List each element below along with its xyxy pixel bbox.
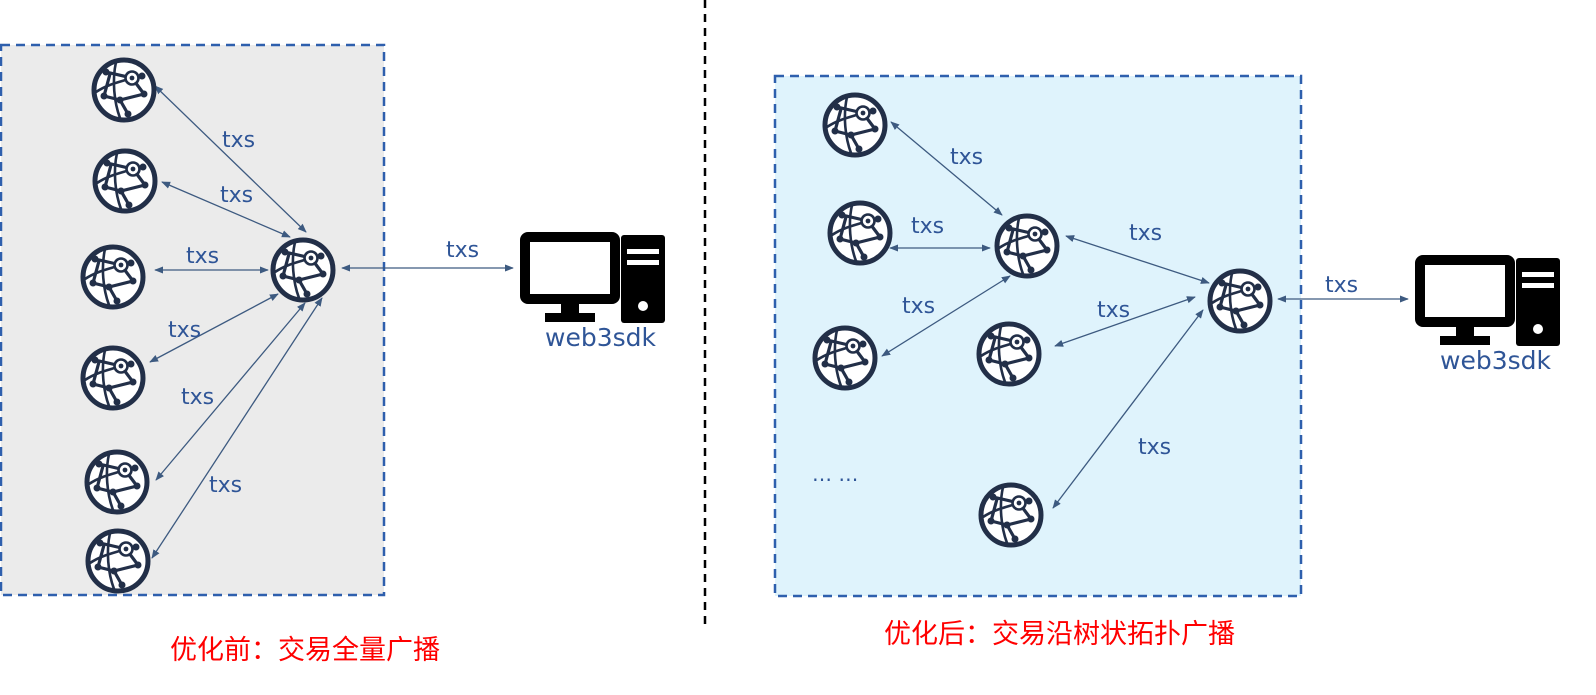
edge-label-txs: txs — [222, 128, 255, 153]
network-globe-icon — [979, 324, 1039, 384]
edge-label-txs: txs — [902, 294, 935, 319]
edge-label-txs: txs — [950, 145, 983, 170]
edge-arrow — [890, 121, 1003, 216]
edge-label-txs: txs — [168, 318, 201, 343]
edge-label-txs: txs — [220, 183, 253, 208]
network-globe-icon — [273, 240, 333, 300]
network-globe-icon — [87, 452, 147, 512]
edge-label-txs: txs — [186, 244, 219, 269]
network-globe-icon — [997, 216, 1057, 276]
edge-label-txs: txs — [911, 214, 944, 239]
after-edges — [881, 121, 1409, 509]
before-edges — [149, 85, 514, 559]
before-caption: 优化前：交易全量广播 — [170, 635, 440, 666]
edge-label-txs: txs — [209, 473, 242, 498]
edge-arrow — [881, 275, 1011, 357]
network-globe-icon — [94, 60, 154, 120]
network-globe-icon — [830, 203, 890, 263]
edge-arrow — [151, 297, 323, 559]
network-globe-icon — [88, 531, 148, 591]
edge-label-txs: txs — [1325, 273, 1358, 298]
edge-label-txs: txs — [181, 385, 214, 410]
edge-label-txs: txs — [1097, 298, 1130, 323]
network-globe-icon — [83, 247, 143, 307]
web3sdk-label: web3sdk — [545, 323, 656, 352]
network-globe-icon — [981, 485, 1041, 545]
desktop-computer-icon — [1420, 258, 1560, 346]
after-caption: 优化后：交易沿树状拓扑广播 — [884, 619, 1235, 650]
edge-label-txs: txs — [446, 238, 479, 263]
network-globe-icon — [95, 151, 155, 211]
edge-arrow — [1065, 235, 1210, 284]
more-nodes-ellipsis: … … — [812, 462, 858, 486]
edge-arrow — [1052, 309, 1204, 509]
network-globe-icon — [815, 328, 875, 388]
desktop-computer-icon — [525, 235, 665, 323]
edge-label-txs: txs — [1129, 221, 1162, 246]
edge-label-txs: txs — [1138, 435, 1171, 460]
network-globe-icon — [83, 348, 143, 408]
web3sdk-label: web3sdk — [1440, 346, 1551, 375]
network-globe-icon — [1210, 271, 1270, 331]
network-globe-icon — [825, 95, 885, 155]
edge-arrow — [161, 181, 291, 238]
